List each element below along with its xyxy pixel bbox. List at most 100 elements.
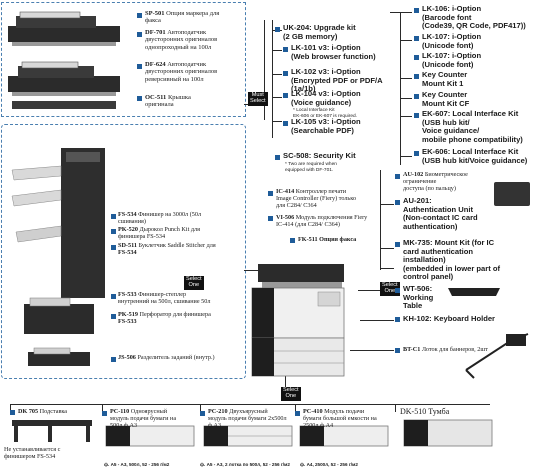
bullet [111, 214, 116, 219]
bullet [10, 410, 15, 415]
pc110-illustration [105, 425, 195, 447]
bullet [283, 47, 288, 52]
connector [272, 74, 282, 75]
bullet [283, 71, 288, 76]
bullet [414, 94, 419, 99]
bullet [137, 96, 142, 101]
bt-c1-label: BT-C1 Лоток для баннеров, 2шт [403, 346, 488, 353]
connector [400, 98, 412, 99]
connector [380, 204, 394, 205]
pc210-illustration [203, 425, 293, 447]
connector [102, 404, 103, 412]
lk102-label: LK-102 v3: i-Option(Encrypted PDF or PDF… [291, 67, 383, 94]
connector [400, 156, 412, 157]
bullet [290, 238, 295, 243]
lk107-label: LK-107: i-Option(Unicode font) [422, 32, 482, 50]
bullet [395, 200, 400, 205]
connector [272, 50, 282, 51]
job-separator-illustration [28, 347, 90, 366]
fk511-label: FK-511 Опция факса [298, 236, 357, 243]
bullet [395, 348, 400, 353]
connector [360, 320, 394, 321]
pc110-spec: ф. А5 - А3, 500л, 52 - 256 г/м2 [104, 462, 170, 467]
ic-card-reader-illustration [494, 182, 530, 206]
connector [272, 20, 273, 138]
bullet [414, 55, 419, 60]
uk204-label: UK-204: Upgrade kit(2 GB memory) [283, 23, 356, 41]
lk104-label: LK-104 v3: i-Option(Voice guidance) [291, 89, 361, 107]
lk106-label: LK-106: i-Option(Barcode font(Code39, QR… [422, 4, 526, 31]
connector [380, 268, 394, 269]
pc410-illustration [299, 425, 389, 447]
au201-label: AU-201:Authentication Unit(Non-contact I… [403, 196, 478, 231]
bullet [414, 151, 419, 156]
bullet [395, 317, 400, 322]
bullet [268, 191, 273, 196]
mfp-main-unit-illustration [251, 264, 345, 377]
wt506-label: WT-506:Working Table [403, 284, 434, 311]
bullet [111, 294, 116, 299]
connector [400, 40, 412, 41]
bullet [111, 314, 116, 319]
ek606-label: EK-606: Local Interface Kit(USB hub kit/… [422, 147, 528, 165]
connector [10, 404, 11, 414]
bullet [283, 93, 288, 98]
top-left-options-region [1, 2, 246, 117]
bullet [275, 27, 280, 32]
connector [272, 121, 282, 122]
bullet [414, 74, 419, 79]
kh102-label: KH-102: Keyboard Holder [403, 314, 496, 323]
lk105-label: LK-105 v3: i-Option(Searchable PDF) [291, 117, 361, 135]
dual-scan-feeder-illustration [8, 11, 120, 46]
connector [395, 404, 396, 412]
dk510-illustration [403, 419, 493, 447]
bullet [137, 32, 142, 37]
bullet [102, 411, 107, 416]
bullet [395, 242, 400, 247]
banner-tray-illustration [465, 333, 529, 379]
connector [400, 12, 401, 165]
bullet [295, 411, 300, 416]
connector [350, 350, 394, 351]
bullet [111, 357, 116, 362]
connector [264, 20, 265, 120]
connector [10, 404, 490, 405]
connector [200, 404, 201, 412]
bullet [414, 36, 419, 41]
connector [295, 404, 296, 412]
connector [390, 12, 412, 13]
original-cover-illustration [12, 101, 116, 109]
bullet [137, 64, 142, 69]
sc508-label: SC-508: Security Kit [283, 151, 356, 160]
reversing-feeder-illustration [8, 61, 120, 96]
working-table-illustration [448, 288, 500, 296]
dk705-label: DK 705 Подставка [18, 408, 68, 415]
connector [380, 170, 381, 270]
connector [358, 290, 394, 291]
bullet [414, 113, 419, 118]
js506-label: JS-506 Разделитель заданий (внутр.) [118, 354, 215, 361]
connector [272, 97, 282, 98]
connector [380, 248, 394, 249]
bullet [200, 411, 205, 416]
